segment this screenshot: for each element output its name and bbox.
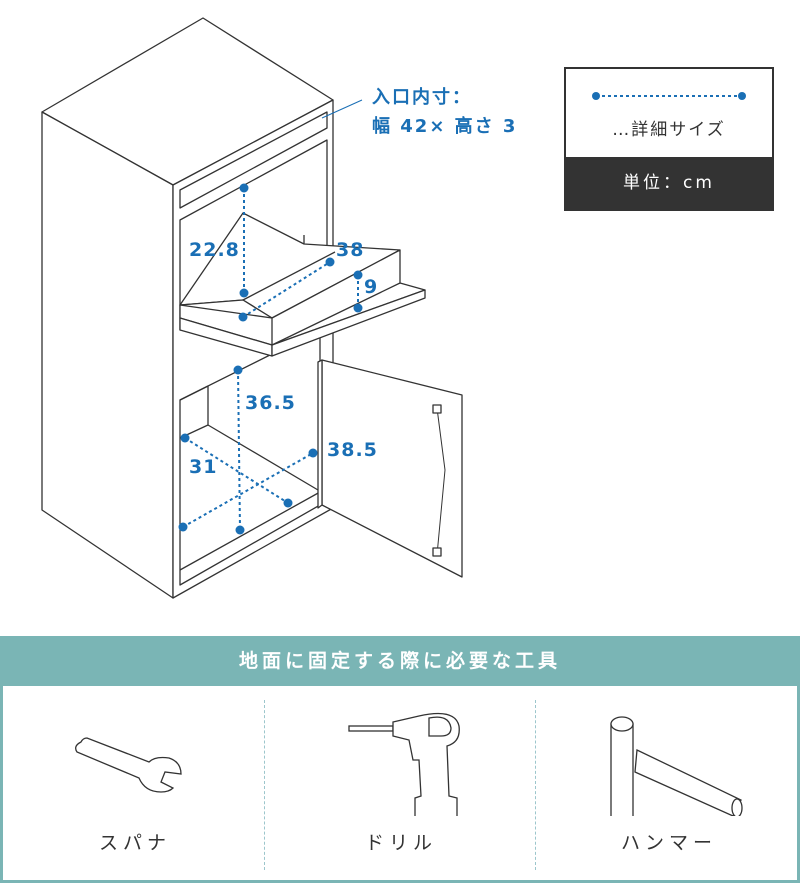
tool-label: スパナ [98, 832, 171, 854]
dotted-line-icon [592, 92, 746, 100]
note-line-2: 幅 42× 高さ 3 [372, 116, 518, 137]
dim-line-box-depth [184, 437, 289, 504]
legend-box: …詳細サイズ 単位：cm [564, 67, 774, 211]
legend-unit-label: 単位：cm [566, 157, 772, 209]
entrance-leader-line [321, 99, 363, 119]
dim-line-box-width [182, 452, 314, 528]
wrench-icon [75, 737, 182, 793]
dim-tray-edge: 9 [364, 276, 379, 298]
open-door [321, 359, 463, 578]
dim-tray-depth: 38 [336, 239, 365, 261]
dim-box-height: 36.5 [245, 392, 296, 414]
tool-label: ハンマー [620, 832, 717, 854]
entrance-size-note: 入口内寸： 幅 42× 高さ 3 [372, 83, 517, 141]
tools-title: 地面に固定する際に必要な工具 [3, 636, 797, 686]
drill-icon [348, 712, 460, 816]
tool-drill: ドリル [269, 686, 533, 880]
note-line-1: 入口内寸： [372, 87, 472, 108]
dim-box-width: 38.5 [327, 439, 378, 461]
tool-wrench: スパナ [3, 686, 267, 880]
divider [535, 700, 536, 870]
dim-tray-height: 22.8 [189, 239, 240, 261]
divider [264, 700, 265, 870]
cabinet-left-face [41, 111, 174, 599]
dim-line-box-height [237, 369, 241, 531]
cabinet-diagram [41, 17, 742, 599]
tools-section: 地面に固定する際に必要な工具 スパナ ドリル ハンマー [0, 636, 800, 883]
hammer-icon [610, 716, 743, 816]
tool-hammer: ハンマー [537, 686, 800, 880]
dim-box-depth: 31 [189, 456, 218, 478]
dimension-dots [178, 183, 363, 535]
mail-slot [179, 111, 328, 209]
legend-dotted-label: …詳細サイズ [612, 120, 726, 140]
tool-label: ドリル [364, 832, 437, 854]
dim-line-tray-depth [242, 261, 331, 318]
